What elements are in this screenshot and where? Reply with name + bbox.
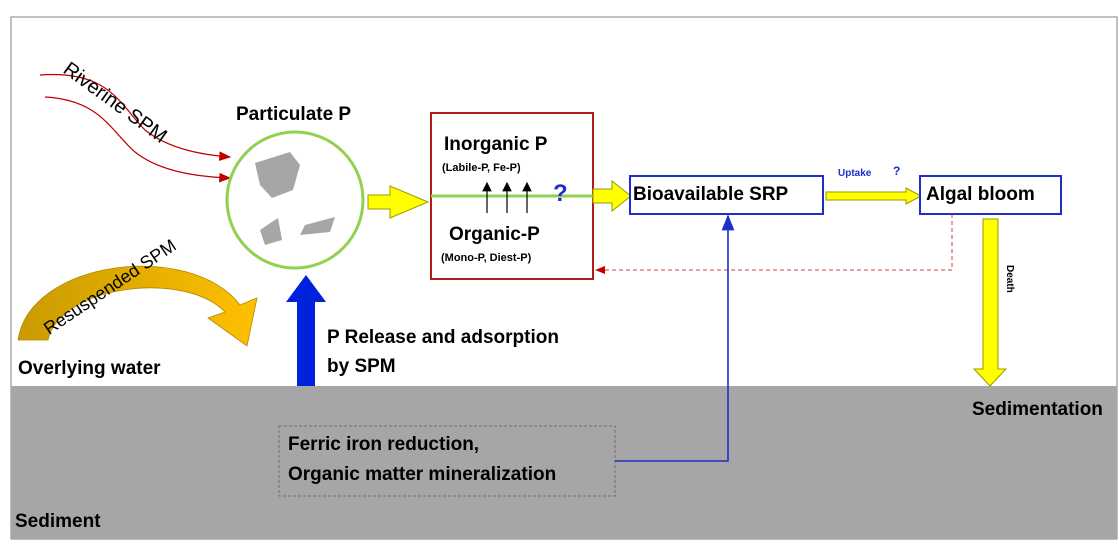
particulate-p-circle [225,130,365,270]
organic-sub-label: (Mono-P, Diest-P) [441,252,532,264]
process-label-line2: Organic matter mineralization [288,464,557,485]
process-box [278,425,616,497]
uptake-question-mark: ? [893,164,901,178]
death-arrow [972,218,1008,387]
sedimentation-label: Sedimentation [972,399,1103,420]
p-release-label-line1: P Release and adsorption [327,327,559,348]
inorganic-sub-label: (Labile-P, Fe-P) [442,162,521,174]
process-label-line1: Ferric iron reduction, [288,434,480,455]
bioavailable-srp-label: Bioavailable SRP [633,184,789,205]
sediment-label: Sediment [15,511,101,532]
arrow-particulate-to-box [367,185,430,219]
particle-shape [300,217,335,235]
uptake-arrow [825,187,923,205]
process-to-srp-line [615,214,735,462]
particulate-p-label: Particulate P [236,104,352,125]
death-label: Death [1004,265,1015,293]
p-release-arrow [286,275,326,386]
decomposition-feedback-line [595,214,953,274]
algal-bloom-box [919,175,1062,215]
resuspended-spm-arrow [17,265,258,347]
organic-p-label: Organic-P [449,224,540,245]
uncertainty-question-mark: ? [553,180,568,207]
arrow-box-to-srp [592,179,632,213]
overlying-water-label: Overlying water [18,358,161,379]
bioavailable-srp-box [629,175,824,215]
particle-shape [260,218,282,245]
algal-bloom-label: Algal bloom [926,184,1035,205]
p-release-label-line2: by SPM [327,356,396,377]
riverine-spm-arrow-lower [44,96,232,183]
particle-shape [255,152,300,198]
uptake-label: Uptake [838,168,872,179]
riverine-spm-arrow-upper [39,73,232,161]
inorganic-p-label: Inorganic P [444,134,548,155]
